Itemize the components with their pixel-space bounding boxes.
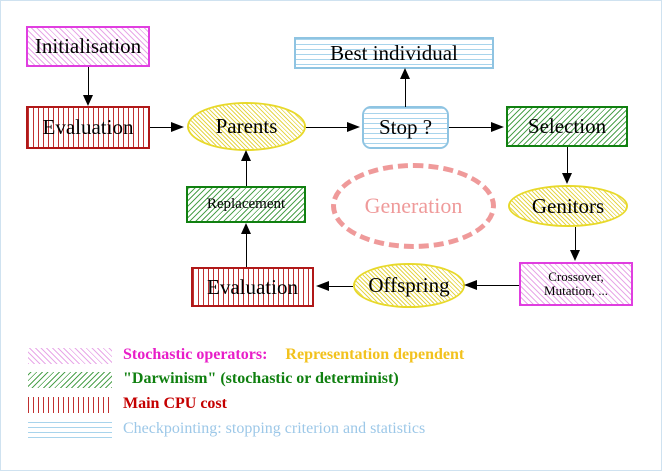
- green-hatch-fill-replacement: [188, 188, 304, 221]
- legend-label-darwinism: "Darwinism" (stochastic or determinist): [123, 370, 399, 387]
- node-crossover-line2: Mutation, ...: [544, 283, 608, 298]
- edge-stop-to-best: [405, 77, 406, 107]
- node-selection[interactable]: Selection: [506, 106, 628, 147]
- arrowhead-selection-to-genitors: [562, 173, 572, 184]
- arrowhead-stop-to-selection: [491, 122, 504, 132]
- yellow-hatch-fill: [189, 104, 304, 149]
- red-hatch-fill: [28, 108, 148, 147]
- edge-replacement-to-parents: [246, 161, 247, 186]
- red-hatch-swatch: [28, 397, 112, 413]
- legend-label-checkpointing: Checkpointing: stopping criterion and st…: [123, 420, 426, 437]
- node-crossover-line1: Crossover,: [548, 269, 604, 285]
- arrowhead-replacement-to-parents: [241, 150, 251, 161]
- node-offspring[interactable]: Offspring: [353, 263, 465, 308]
- legend-text-stochastic-main: Stochastic operators:: [123, 346, 268, 363]
- arrowhead-parents-to-stop: [347, 122, 360, 132]
- arrowhead-crossover-to-offspring: [464, 280, 477, 290]
- node-evaluation-top-label: Evaluation: [42, 115, 134, 140]
- node-best-individual-label: Best individual: [330, 40, 458, 65]
- magenta-hatch-fill-crossover: [521, 264, 631, 304]
- node-best-individual[interactable]: Best individual: [294, 37, 494, 69]
- node-genitors-label: Genitors: [531, 193, 605, 218]
- edge-offspring-to-eval: [328, 286, 353, 287]
- edge-selection-to-genitors: [567, 147, 568, 174]
- node-replacement-label: Replacement: [206, 195, 286, 212]
- edge-parents-to-stop: [306, 127, 350, 128]
- node-evaluation-top[interactable]: Evaluation: [26, 106, 150, 149]
- node-stop-label: Stop ?: [378, 115, 433, 140]
- arrowhead-offspring-to-eval: [316, 281, 329, 291]
- edge-genitors-to-crossover: [575, 227, 576, 251]
- legend-text-stochastic-extra: Representation dependent: [285, 346, 465, 363]
- node-initialisation[interactable]: Initialisation: [26, 26, 150, 67]
- edge-crossover-to-offspring: [477, 285, 519, 286]
- arrowhead-eval-to-replacement: [241, 223, 251, 234]
- yellow-hatch-fill-genitors: [510, 187, 626, 225]
- magenta-hatch-swatch: [28, 348, 112, 364]
- edge-stop-to-selection: [449, 127, 493, 128]
- legend-swatch-cpu-cost: [28, 397, 112, 413]
- node-evaluation-bottom[interactable]: Evaluation: [191, 267, 314, 307]
- yellow-hatch-fill-offspring: [355, 265, 463, 306]
- node-stop[interactable]: Stop ?: [362, 106, 449, 149]
- green-hatch-fill: [508, 108, 626, 145]
- blue-hatch-fill-stop: [364, 108, 447, 147]
- node-initialisation-label: Initialisation: [34, 34, 142, 59]
- blue-hatch-fill: [296, 39, 492, 67]
- magenta-hatch-fill: [28, 28, 148, 65]
- arrowhead-eval-to-parents: [171, 122, 184, 132]
- generation-label: Generation: [364, 193, 463, 218]
- legend-label-cpu-cost: Main CPU cost: [123, 395, 227, 412]
- green-hatch-swatch: [28, 372, 112, 388]
- node-evaluation-bottom-label: Evaluation: [207, 274, 298, 299]
- edge-eval-to-parents: [150, 127, 174, 128]
- legend-swatch-checkpointing: [28, 422, 112, 438]
- edge-init-to-eval: [88, 67, 89, 98]
- red-hatch-fill-bottom: [193, 269, 312, 305]
- node-replacement[interactable]: Replacement: [186, 186, 306, 223]
- node-selection-label: Selection: [527, 114, 607, 139]
- legend-swatch-darwinism: [28, 372, 112, 388]
- legend-label-stochastic: Stochastic operators: Representation dep…: [123, 346, 464, 364]
- node-parents[interactable]: Parents: [187, 102, 306, 151]
- blue-hatch-swatch: [28, 422, 112, 438]
- node-genitors[interactable]: Genitors: [508, 185, 628, 227]
- legend-swatch-stochastic: [28, 348, 112, 364]
- node-crossover-mutation[interactable]: Crossover, Mutation, ...: [519, 262, 633, 306]
- arrowhead-init-to-eval: [83, 95, 93, 106]
- arrowhead-stop-to-best: [400, 68, 410, 79]
- node-parents-label: Parents: [215, 114, 278, 139]
- edge-eval-to-replacement: [246, 233, 247, 267]
- generation-cycle-ellipse: Generation: [331, 163, 496, 249]
- arrowhead-genitors-to-crossover: [570, 250, 580, 261]
- node-offspring-label: Offspring: [368, 273, 450, 298]
